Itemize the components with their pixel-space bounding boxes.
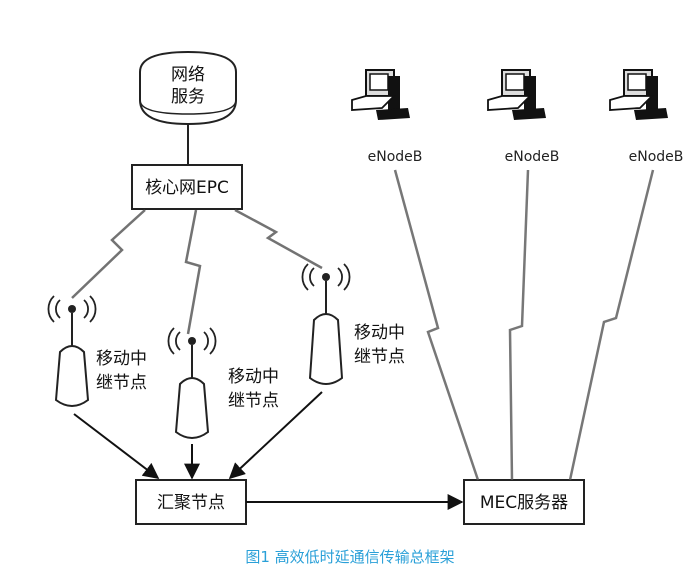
wireless-link-enodeb2-mec [508, 169, 530, 481]
computer-icon [351, 69, 410, 120]
relay-node-2: 移动中 继节点 [167, 327, 279, 439]
arrow-relay3-aggregation [228, 391, 323, 480]
arrow-relay1-aggregation [73, 413, 160, 479]
relay-node-3: 移动中 继节点 [301, 263, 405, 385]
relay-node-1-label-line2: 继节点 [96, 373, 147, 393]
relay-tower-icon [167, 327, 217, 439]
relay-node-1-label-line1: 移动中 [96, 349, 147, 369]
core-network-label: 核心网EPC [145, 178, 229, 198]
aggregation-node-box: 汇聚节点 [135, 479, 247, 525]
mec-server-label: MEC服务器 [480, 493, 568, 513]
relay-node-3-label-line1: 移动中 [354, 323, 405, 343]
relay-node-1: 移动中 继节点 [47, 295, 147, 407]
network-service-database-icon [139, 50, 237, 126]
wireless-link-relay3 [234, 208, 323, 270]
wireless-link-relay1 [71, 209, 146, 299]
relay-node-2-label-line2: 继节点 [228, 391, 279, 411]
figure-caption: 图1 高效低时延通信传输总框架 [245, 548, 454, 566]
wireless-link-enodeb3-mec [568, 169, 655, 481]
enodeb-1: eNodeB [351, 69, 423, 165]
wireless-links-epc [71, 208, 323, 335]
relay-tower-icon [301, 263, 351, 385]
network-service-label-line1: 网络 [171, 65, 205, 85]
wireless-link-relay2 [184, 209, 202, 335]
relay-aggregation-arrows [73, 391, 323, 480]
relay-node-2-label-line1: 移动中 [228, 367, 279, 387]
relay-tower-icon [47, 295, 97, 407]
computer-icon [487, 69, 546, 120]
enodeb-3: eNodeB [609, 69, 684, 165]
enodeb-2-label: eNodeB [505, 149, 560, 165]
network-service-label-line2: 服务 [171, 87, 205, 107]
wireless-links-mec [393, 169, 655, 481]
enodeb-3-label: eNodeB [629, 149, 684, 165]
mec-server-box: MEC服务器 [463, 479, 585, 525]
core-network-box: 核心网EPC [131, 164, 243, 210]
enodeb-2: eNodeB [487, 69, 560, 165]
relay-node-3-label-line2: 继节点 [354, 347, 405, 367]
computer-icon [609, 69, 668, 120]
wireless-link-enodeb1-mec [393, 169, 480, 481]
network-service-node: 网络 服务 [139, 50, 237, 126]
enodeb-1-label: eNodeB [368, 149, 423, 165]
aggregation-node-label: 汇聚节点 [157, 493, 225, 513]
